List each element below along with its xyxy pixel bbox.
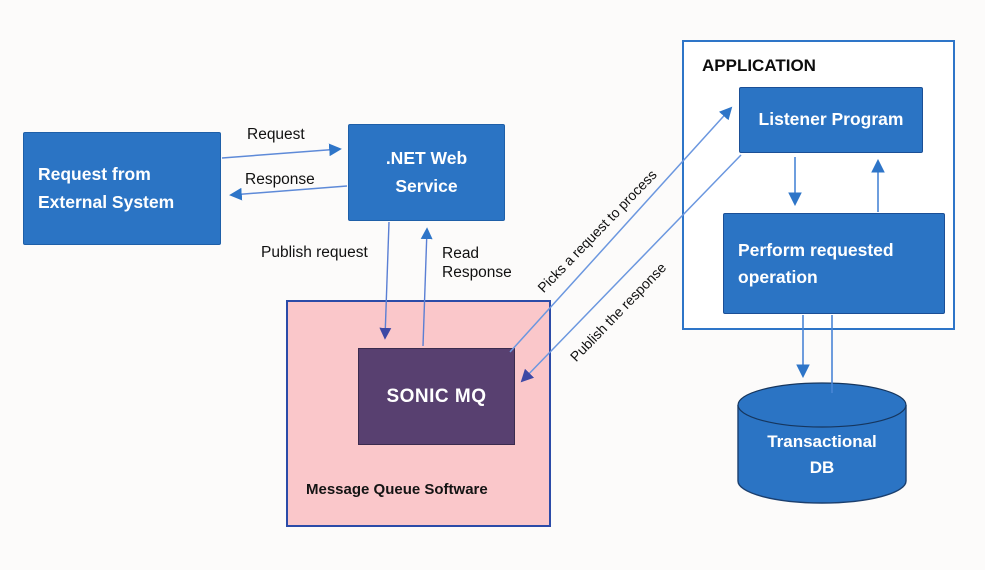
read-response-edge-label: Read Response — [442, 245, 512, 282]
listener-program-node: Listener Program — [739, 87, 923, 153]
external-system-node: Request from External System — [23, 132, 221, 245]
sonic-mq-node: SONIC MQ — [358, 348, 515, 445]
web-service-label: .NET Web Service — [385, 148, 468, 196]
request-edge-label: Request — [247, 126, 305, 143]
arrow-request — [221, 143, 342, 159]
application-label: APPLICATION — [702, 56, 816, 75]
perform-operation-node: Perform requested operation — [723, 213, 945, 314]
message-queue-container: SONIC MQ Message Queue Software — [286, 300, 551, 527]
publish-request-edge-label: Publish request — [261, 244, 368, 261]
response-edge-label: Response — [245, 171, 315, 188]
transactional-db-node: Transactional DB — [736, 381, 908, 507]
web-service-node: .NET Web Service — [348, 124, 505, 221]
sonic-mq-label: SONIC MQ — [386, 385, 487, 407]
message-queue-container-label: Message Queue Software — [306, 481, 488, 498]
publish-response-edge-label: Publish the response — [566, 259, 670, 365]
perform-operation-label: Perform requested operation — [738, 240, 894, 287]
listener-program-label: Listener Program — [758, 109, 904, 130]
db-cylinder-shape — [737, 382, 907, 504]
external-system-label: Request from External System — [38, 164, 175, 212]
transactional-db-label: Transactional DB — [767, 432, 877, 478]
